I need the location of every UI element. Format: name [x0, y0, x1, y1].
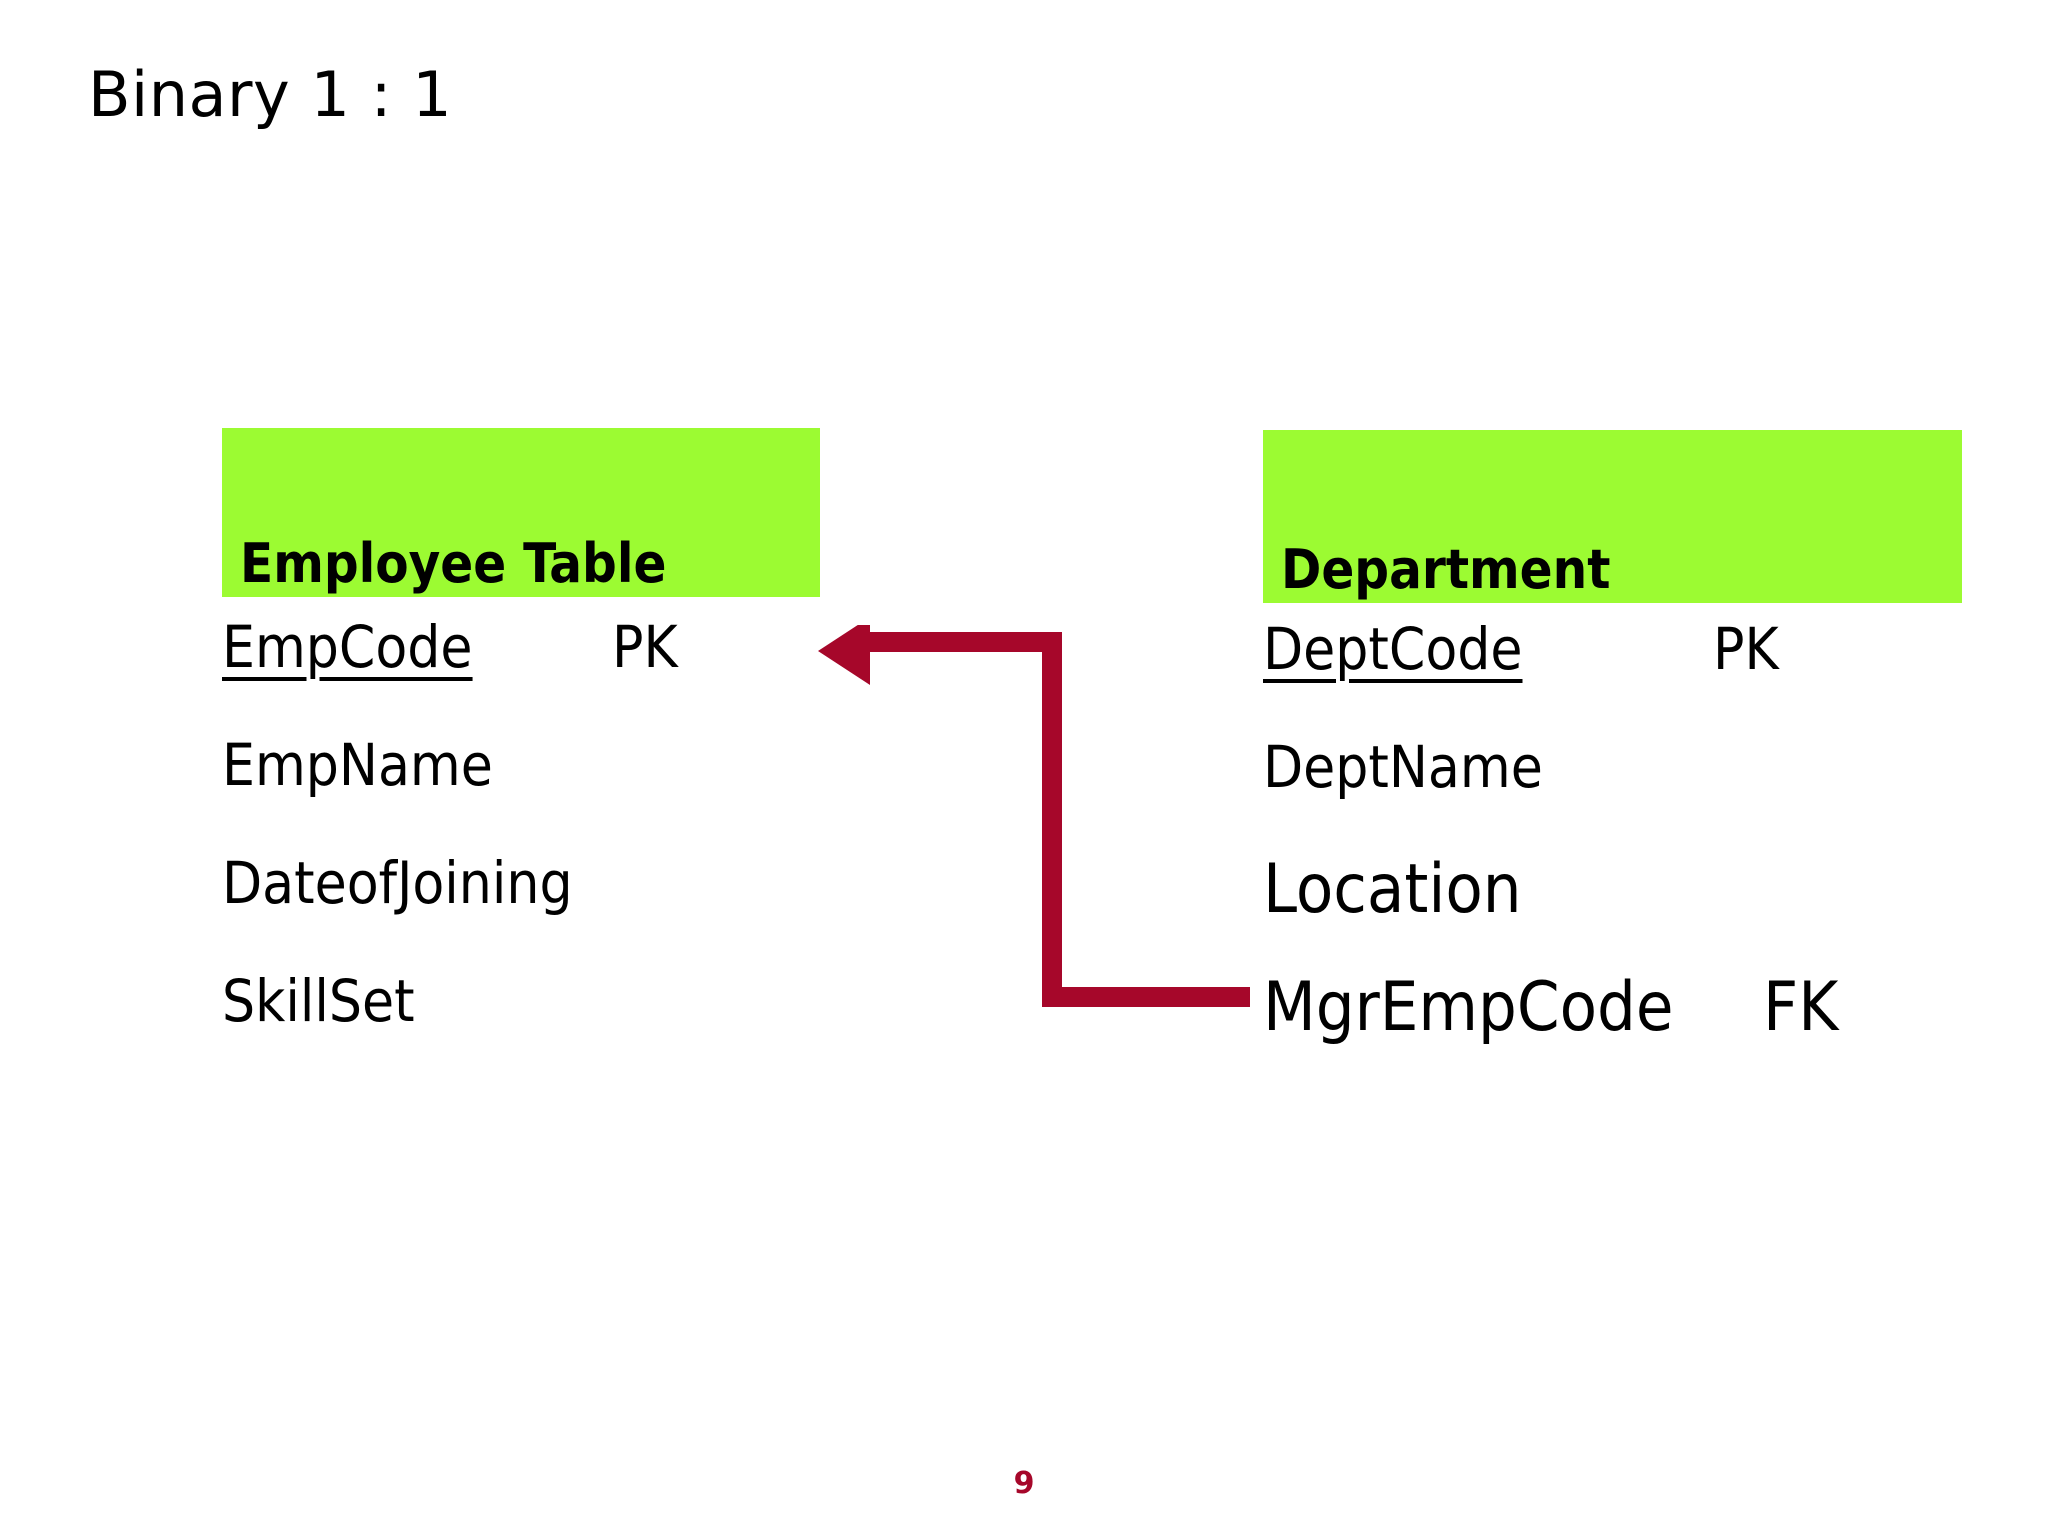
- relationship-arrow-icon: [818, 625, 1250, 1007]
- table-row: DeptName: [1263, 738, 2023, 856]
- entity-employee-header: Employee Table: [222, 428, 820, 597]
- table-row: DeptCode PK: [1263, 620, 2023, 738]
- key-badge-pk: PK: [1713, 615, 1779, 683]
- page-number: 9: [1013, 1466, 1035, 1501]
- attribute-name-mgrempcode: MgrEmpCode: [1263, 968, 1674, 1047]
- attribute-name-empcode: EmpCode: [222, 613, 473, 681]
- entity-department-header: Department: [1263, 430, 1962, 603]
- attribute-name-deptcode: DeptCode: [1263, 615, 1523, 683]
- table-row: EmpCode PK: [222, 618, 820, 736]
- page-title: Binary 1 : 1: [88, 58, 453, 131]
- key-badge-pk: PK: [612, 613, 678, 681]
- attribute-name-skillset: SkillSet: [222, 967, 415, 1035]
- table-row: EmpName: [222, 736, 820, 854]
- table-row: Location: [1263, 856, 2023, 974]
- attribute-name-location: Location: [1263, 850, 1522, 929]
- attribute-name-dateofjoining: DateofJoining: [222, 849, 573, 917]
- table-row: SkillSet: [222, 972, 820, 1090]
- key-badge-fk: FK: [1763, 968, 1839, 1047]
- table-row: DateofJoining: [222, 854, 820, 972]
- attribute-name-empname: EmpName: [222, 731, 493, 799]
- table-row: MgrEmpCode FK: [1263, 974, 2023, 1092]
- attribute-name-deptname: DeptName: [1263, 733, 1543, 801]
- entity-employee-attribute-list: EmpCode PK EmpName DateofJoining SkillSe…: [222, 618, 820, 1090]
- entity-department-attribute-list: DeptCode PK DeptName Location MgrEmpCode…: [1263, 620, 2023, 1092]
